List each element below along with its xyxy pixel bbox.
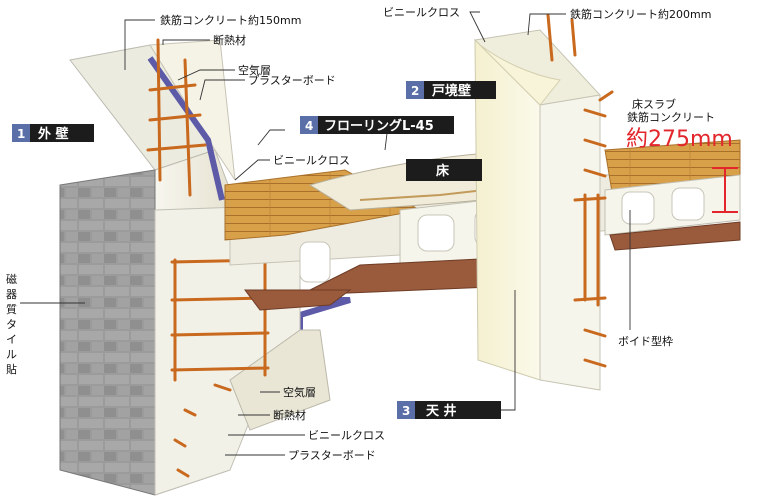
ceiling-board-right — [609, 221, 741, 251]
label-insulation-top: 断熱材 — [213, 33, 246, 47]
label-vinyl-cloth-bottom: ビニールクロス — [308, 429, 385, 442]
badge-ceiling-text: 天 井 — [426, 403, 457, 419]
badge-ceiling: 3 天 井 — [397, 401, 501, 419]
badge-ceiling-num: 3 — [402, 404, 410, 418]
badge-flooring: 4 フローリングL-45 — [300, 116, 454, 134]
annotation-labels: 鉄筋コンクリート約150mm ビニールクロス 鉄筋コンクリート約200mm 断熱… — [6, 6, 733, 462]
label-plasterboard-top: プラスターボード — [248, 74, 336, 87]
label-slab-line2: 鉄筋コンクリート — [627, 110, 715, 124]
label-plasterboard-bottom: プラスターボード — [288, 449, 376, 462]
label-tile-char-5: ル — [6, 348, 17, 361]
badge-party-wall-num: 2 — [411, 84, 419, 98]
label-tile-char-4: イ — [6, 333, 17, 346]
floor-label-box: 床 — [406, 159, 482, 181]
rebar-party-wall — [546, 13, 614, 368]
label-vinyl-cloth-mid: ビニールクロス — [273, 154, 350, 167]
label-void-form: ボイド型枠 — [618, 334, 673, 348]
floor-label: 床 — [436, 163, 450, 179]
badge-party-wall: 2 戸境壁 — [406, 81, 496, 99]
label-air-layer-bottom: 空気層 — [283, 385, 316, 399]
insulation-layer-top — [147, 56, 225, 201]
label-tile-char-3: タ — [6, 318, 17, 331]
label-tile-char-0: 磁 — [6, 273, 17, 286]
leader-lines — [20, 11, 631, 456]
slab-thickness-dimension — [712, 167, 738, 213]
label-tile-char-2: 質 — [6, 302, 17, 316]
badge-party-wall-text: 戸境壁 — [432, 83, 471, 99]
label-slab-thickness: 約275mm — [626, 127, 733, 152]
label-tile-char-1: 器 — [6, 288, 17, 301]
badge-exterior-wall-text: 外 壁 — [37, 126, 69, 142]
label-rc150: 鉄筋コンクリート約150mm — [160, 13, 301, 27]
label-slab-line1: 床スラブ — [632, 97, 676, 111]
rebar-exterior — [146, 38, 270, 478]
label-vinyl-cloth-top: ビニールクロス — [383, 6, 460, 19]
badge-flooring-num: 4 — [305, 119, 313, 133]
badge-exterior-wall-num: 1 — [17, 127, 25, 141]
label-tile-char-6: 貼 — [6, 362, 17, 376]
badge-flooring-text: フローリングL-45 — [324, 118, 434, 134]
ceiling-board-left — [244, 289, 352, 311]
label-air-layer-top: 空気層 — [238, 63, 271, 77]
badge-exterior-wall: 1 外 壁 — [12, 124, 94, 142]
label-insulation-bottom: 断熱材 — [273, 408, 306, 422]
porcelain-tile-facade — [59, 169, 156, 496]
label-rc200: 鉄筋コンクリート約200mm — [570, 7, 711, 21]
